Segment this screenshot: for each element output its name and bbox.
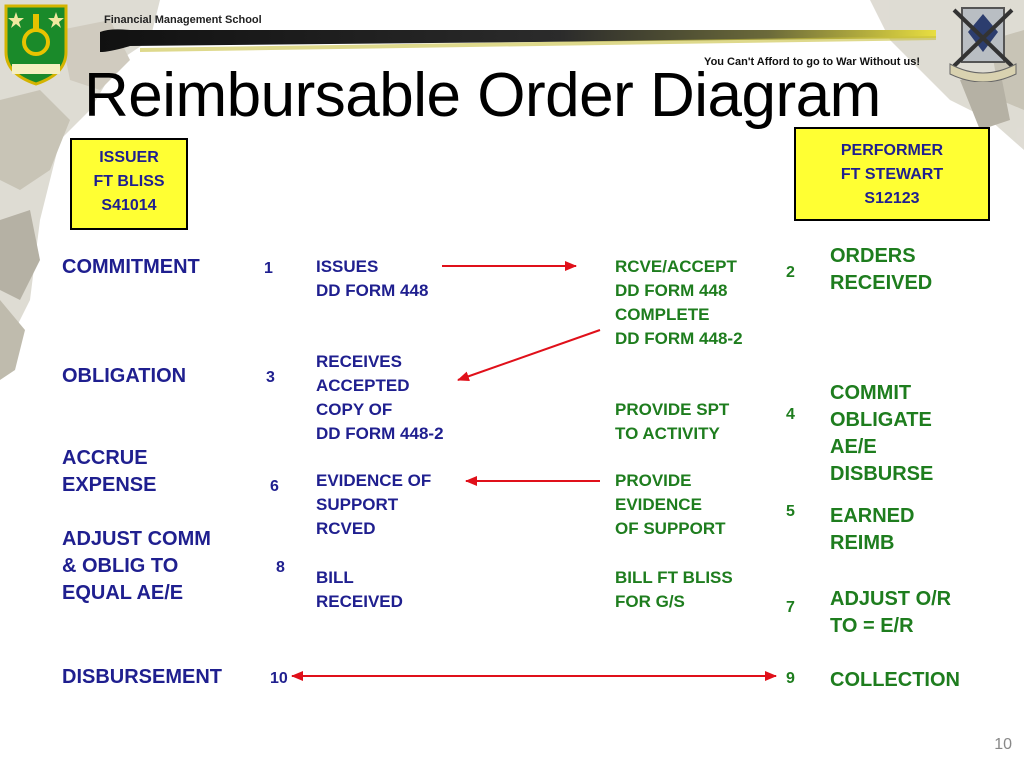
label-line: COMMIT <box>830 382 912 404</box>
performer-action: BILL FT BLISS FOR G/S <box>615 566 733 614</box>
label-line: EXPENSE <box>62 474 157 496</box>
step-number: 9 <box>786 670 795 687</box>
label-line: EARNED <box>830 505 915 527</box>
action-line: DD FORM 448-2 <box>316 424 444 443</box>
action-line: ISSUES <box>316 257 379 276</box>
label-line: OBLIGATE <box>830 409 932 431</box>
action-line: OF SUPPORT <box>615 519 726 538</box>
label-line: DISBURSE <box>830 463 934 485</box>
page-title: Reimbursable Order Diagram <box>84 61 881 130</box>
action-line: RCVE/ACCEPT <box>615 257 737 276</box>
label-line: AE/E <box>830 436 877 458</box>
label-line: DISBURSEMENT <box>62 666 223 688</box>
action-line: COMPLETE <box>615 305 710 324</box>
label-line: OBLIGATION <box>62 365 187 387</box>
header-motto: You Can't Afford to go to War Without us… <box>704 56 920 68</box>
issuer-installation: FT BLISS <box>93 173 165 190</box>
label-line: EQUAL AE/E <box>62 582 184 604</box>
action-line: COPY OF <box>316 400 393 419</box>
performer-step-label: ADJUST O/R TO = E/R <box>830 586 951 640</box>
label-line: ADJUST O/R <box>830 588 952 610</box>
action-line: DD FORM 448 <box>316 281 429 300</box>
performer-step-label: ORDERS RECEIVED <box>830 243 932 297</box>
action-line: EVIDENCE <box>615 495 702 514</box>
action-line: FOR G/S <box>615 592 685 611</box>
peace-insignia-icon <box>4 4 68 86</box>
label-line: TO = E/R <box>830 615 914 637</box>
performer-step-label: COMMIT OBLIGATE AE/E DISBURSE <box>830 380 933 488</box>
crest-insignia-icon <box>949 7 1017 82</box>
action-line: SUPPORT <box>316 495 399 514</box>
action-line: DD FORM 448-2 <box>615 329 743 348</box>
label-line: ACCRUE <box>62 447 148 469</box>
step-number: 2 <box>786 264 795 281</box>
school-name: Financial Management School <box>104 14 262 26</box>
issuer-step-label: ADJUST COMM & OBLIG TO EQUAL AE/E <box>62 526 211 607</box>
action-line: RECEIVES <box>316 352 402 371</box>
action-line: BILL <box>316 568 354 587</box>
header-banner <box>100 29 936 52</box>
label-line: RECEIVED <box>830 272 933 294</box>
action-line: TO ACTIVITY <box>615 424 720 443</box>
step-number: 6 <box>270 478 279 495</box>
action-line: PROVIDE <box>615 471 692 490</box>
performer-installation: FT STEWART <box>840 166 944 183</box>
issuer-action: EVIDENCE OF SUPPORT RCVED <box>316 469 431 541</box>
label-line: ORDERS <box>830 245 916 267</box>
issuer-action: ISSUES DD FORM 448 <box>316 255 428 303</box>
page-number: 10 <box>994 736 1012 753</box>
step-number: 1 <box>264 260 273 277</box>
step-number: 3 <box>266 369 275 386</box>
action-line: RCVED <box>316 519 376 538</box>
step-number: 5 <box>786 503 795 520</box>
step-number: 7 <box>786 599 795 616</box>
issuer-step-label: COMMITMENT <box>62 254 200 281</box>
issuer-step-label: OBLIGATION <box>62 363 186 390</box>
label-line: & OBLIG TO <box>62 555 179 577</box>
label-line: COMMITMENT <box>62 256 200 278</box>
label-line: REIMB <box>830 532 895 554</box>
issuer-role: ISSUER <box>99 149 159 166</box>
performer-box: PERFORMER FT STEWART S12123 <box>794 127 990 221</box>
performer-code: S12123 <box>864 190 920 207</box>
performer-action: PROVIDE EVIDENCE OF SUPPORT <box>615 469 726 541</box>
performer-step-label: EARNED REIMB <box>830 503 914 557</box>
issuer-step-label: DISBURSEMENT <box>62 664 222 691</box>
label-line: ADJUST COMM <box>62 528 211 550</box>
step-number: 10 <box>270 670 288 687</box>
issuer-code: S41014 <box>101 197 157 214</box>
action-line: RECEIVED <box>316 592 403 611</box>
action-line: EVIDENCE OF <box>316 471 432 490</box>
action-line: BILL FT BLISS <box>615 568 733 587</box>
performer-action: RCVE/ACCEPT DD FORM 448 COMPLETE DD FORM… <box>615 255 743 351</box>
action-line: PROVIDE SPT <box>615 400 730 419</box>
performer-role: PERFORMER <box>840 142 944 159</box>
step-number: 4 <box>786 406 795 423</box>
issuer-box: ISSUER FT BLISS S41014 <box>70 138 188 230</box>
issuer-action: RECEIVES ACCEPTED COPY OF DD FORM 448-2 <box>316 350 444 446</box>
issuer-action: BILL RECEIVED <box>316 566 403 614</box>
action-line: DD FORM 448 <box>615 281 728 300</box>
performer-action: PROVIDE SPT TO ACTIVITY <box>615 398 729 446</box>
issuer-step-label: ACCRUE EXPENSE <box>62 445 156 499</box>
step-number: 8 <box>276 559 285 576</box>
action-line: ACCEPTED <box>316 376 410 395</box>
label-line: COLLECTION <box>830 669 960 691</box>
performer-step-label: COLLECTION <box>830 667 960 694</box>
